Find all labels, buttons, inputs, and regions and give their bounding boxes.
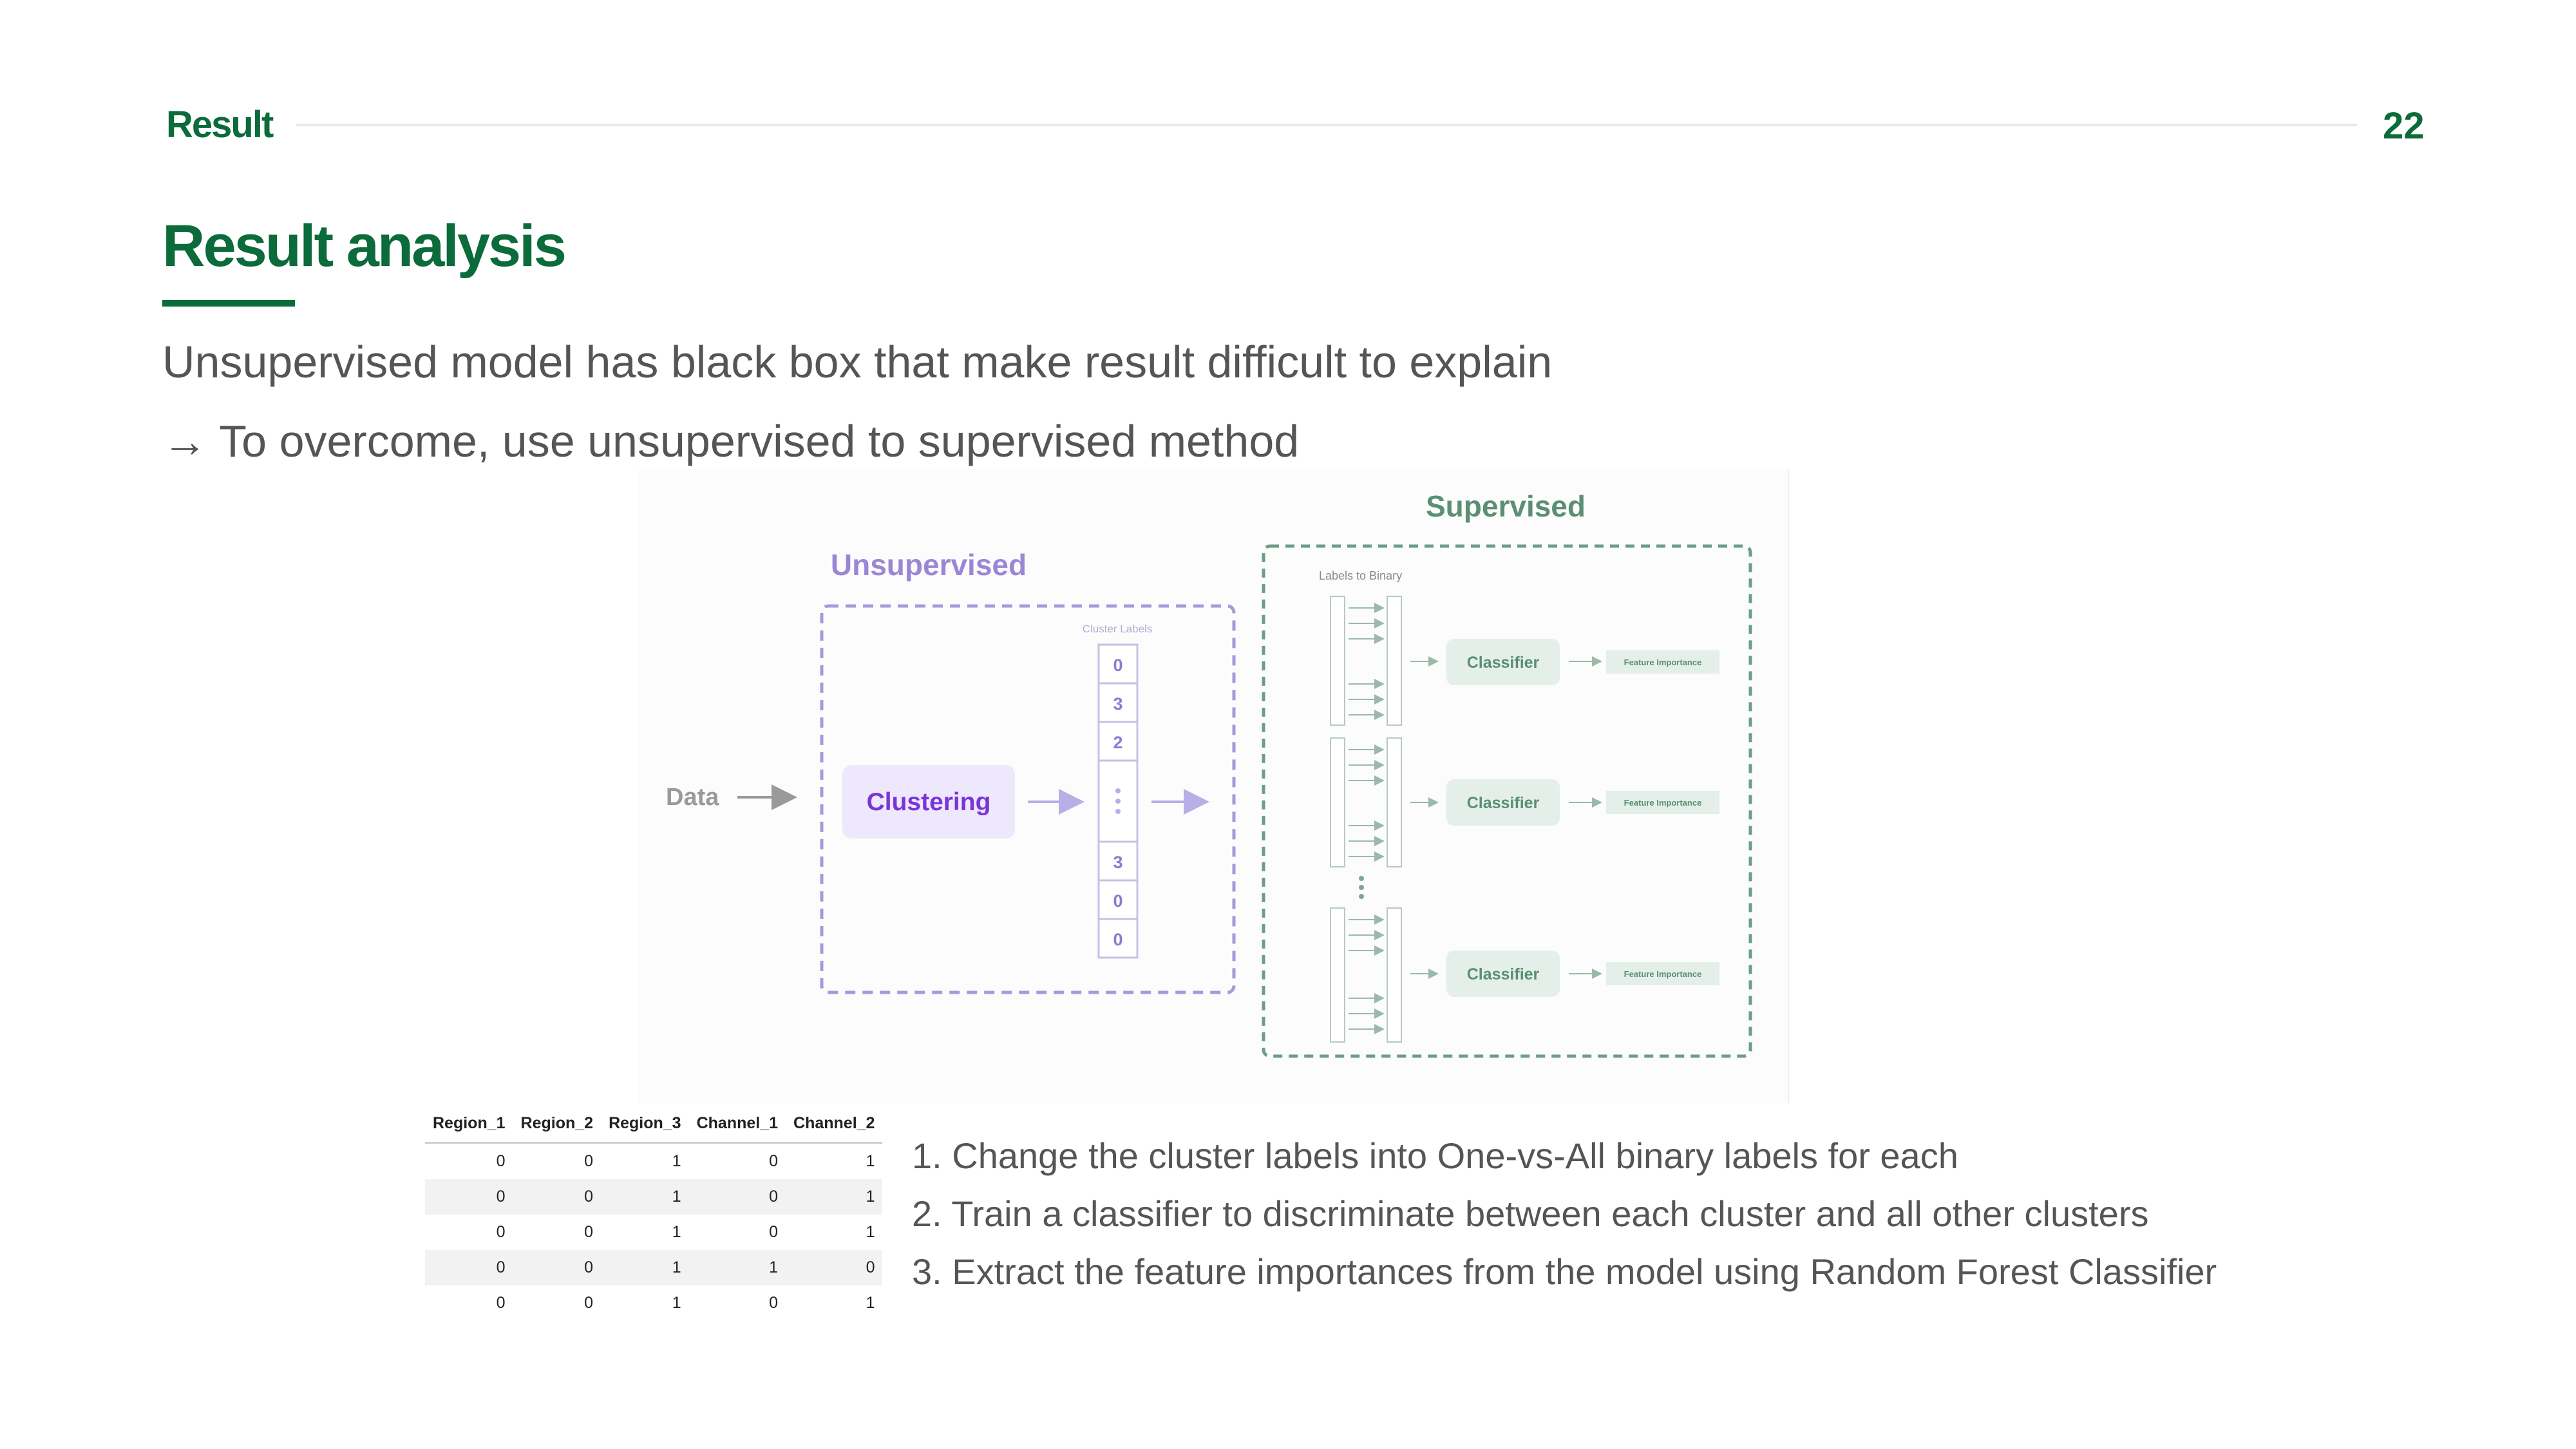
cluster-label-value: 0 [1113,930,1122,949]
ellipsis-dots [1359,876,1364,899]
table-row: 0 0 1 0 1 [425,1179,883,1215]
table-cell: 0 [496,1223,506,1241]
page-number: 22 [2383,105,2425,147]
table-cell: 1 [866,1223,875,1241]
feature-importance-box-3 [1606,962,1719,985]
labels-to-binary-caption: Labels to Binary [1319,569,1402,582]
step-item: 3. Extract the feature importances from … [912,1251,2217,1292]
cluster-labels-column [1097,643,1139,959]
table-cell: 0 [786,1250,883,1285]
table-cell: 0 [584,1223,594,1241]
cluster-label-value: 0 [1113,656,1122,675]
classifier-box-1 [1446,639,1560,685]
table-cell: 0 [769,1152,779,1170]
table-header-cell: Region_2 [513,1106,601,1144]
supervised-title: Supervised [1426,489,1586,523]
step-item: 2. Train a classifier to discriminate be… [912,1193,2149,1234]
title-underline [162,300,295,307]
subtitle-line-1: Unsupervised model has black box that ma… [162,337,1553,387]
table-header-cell: Region_1 [425,1106,513,1144]
table-cell: 0 [584,1294,594,1312]
cluster-label-value: 2 [1113,733,1122,752]
table-header-cell: Region_3 [601,1106,689,1144]
unsupervised-box [820,604,1236,994]
table-cell: 1 [866,1152,875,1170]
table-cell: 0 [769,1223,779,1241]
table-cell: 1 [672,1152,681,1170]
supervised-box [1262,544,1752,1058]
table-cell: 1 [601,1250,689,1285]
feature-importance-label: Feature Importance [1624,798,1702,808]
table-cell: 0 [425,1250,513,1285]
data-label: Data [666,784,719,811]
table-cell: 1 [672,1223,681,1241]
table-header-cell: Channel_1 [688,1106,786,1144]
binary-labels-group-3 [1330,907,1439,1043]
table-cell: 1 [688,1250,786,1285]
clustering-label: Clustering [867,788,991,816]
table-header-cell: Channel_2 [786,1106,883,1144]
classifier-box-3 [1446,951,1560,997]
table-cell: 1 [786,1179,883,1215]
table-cell: 0 [688,1179,786,1215]
feature-importance-label: Feature Importance [1624,658,1702,667]
table-row: 0 0 1 1 0 [425,1250,883,1285]
table-row: 0 0 1 0 1 [425,1285,882,1321]
classifier-label: Classifier [1467,794,1540,812]
encoded-data-table: Region_1 Region_2 Region_3 Channel_1 Cha… [425,1106,883,1321]
step-item: 1. Change the cluster labels into One-vs… [912,1135,1958,1176]
table-cell: 0 [425,1179,513,1215]
subtitle-line-2: → To overcome, use unsupervised to super… [162,416,1300,466]
classifier-box-2 [1446,779,1560,826]
table-cell: 0 [496,1152,506,1170]
unsupervised-title: Unsupervised [831,548,1027,582]
table-cell: 1 [601,1179,689,1215]
binary-labels-group-2 [1330,737,1439,867]
page-title: Result analysis [162,213,567,279]
cluster-label-value: 3 [1113,853,1122,872]
method-diagram-svg: Data Unsupervised Clustering Cluster Lab… [666,489,1752,1058]
table-row: 0 0 1 0 1 [425,1143,882,1180]
classifier-label: Classifier [1467,965,1540,983]
feature-importance-box-1 [1606,650,1719,674]
binary-labels-group-1 [1330,596,1439,726]
feature-importance-label: Feature Importance [1624,969,1702,979]
table-cell: 1 [866,1294,875,1312]
table-cell: 0 [513,1250,601,1285]
feature-importance-box-2 [1606,791,1719,814]
table-cell: 0 [584,1152,594,1170]
header-divider [296,124,2357,126]
classifier-label: Classifier [1467,654,1540,672]
clustering-box [842,765,1015,838]
table-cell: 0 [496,1294,506,1312]
table-cell: 0 [769,1294,779,1312]
table-row: 0 0 1 0 1 [425,1215,882,1250]
cluster-labels-caption: Cluster Labels [1083,623,1153,635]
table-header-row: Region_1 Region_2 Region_3 Channel_1 Cha… [425,1106,883,1144]
table-cell: 1 [672,1294,681,1312]
table-cell: 0 [513,1179,601,1215]
cluster-label-value: 3 [1113,694,1122,714]
section-label: Result [166,104,274,146]
cluster-label-value: 0 [1113,891,1122,911]
method-diagram: Data Unsupervised Clustering Cluster Lab… [638,469,1789,1103]
